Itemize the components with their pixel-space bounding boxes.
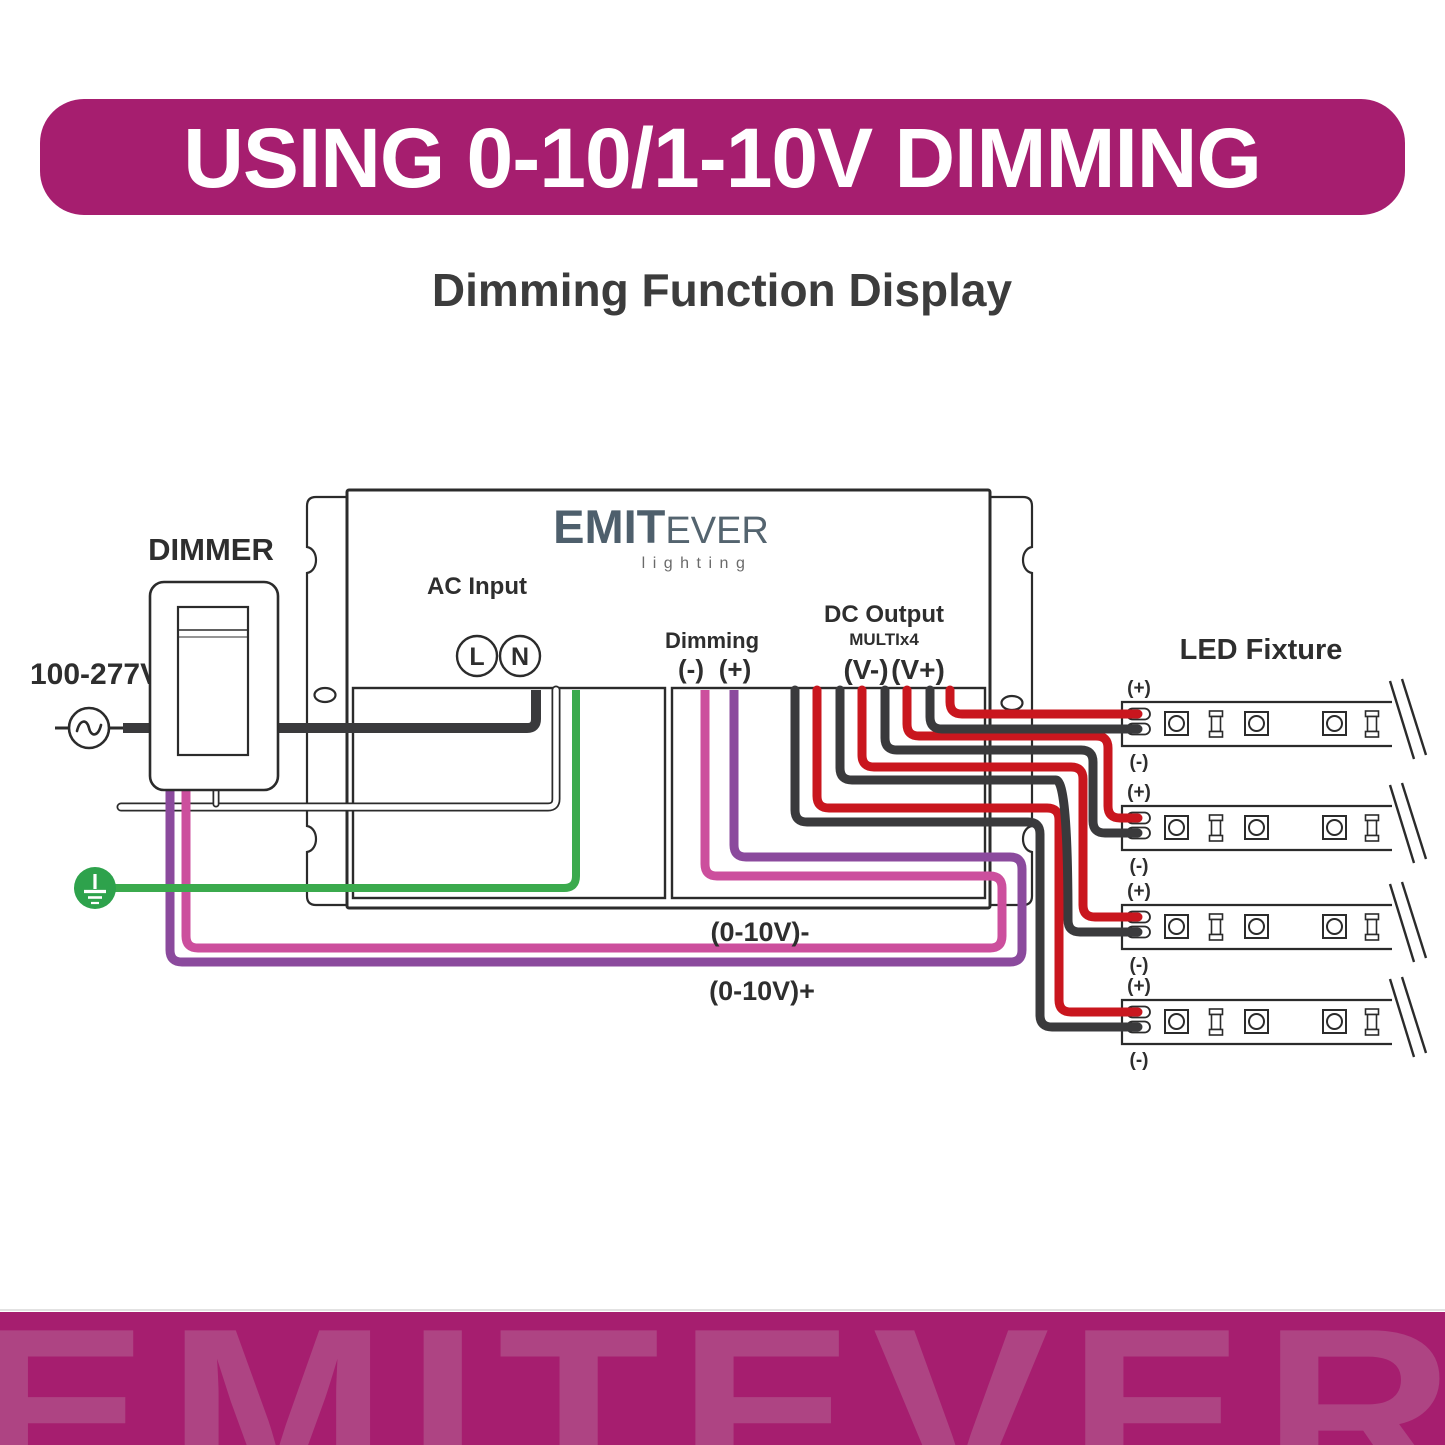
screw-hole-right xyxy=(1000,694,1024,712)
break-mark xyxy=(1388,784,1416,864)
page-title: USING 0-10/1-10V DIMMING xyxy=(183,111,1261,205)
resistor-icon xyxy=(1208,913,1380,941)
led-fixture-title: LED Fixture xyxy=(1180,634,1343,666)
terminal-l-circle xyxy=(455,634,499,678)
led-driver: EMITEVER lighting AC Input L N Dimming (… xyxy=(345,488,992,910)
resistor-icon xyxy=(1208,814,1380,842)
dc-vpos-label: (V+) xyxy=(891,654,945,685)
footer-watermark: EMITEVER xyxy=(0,1279,1445,1445)
header-banner: USING 0-10/1-10V DIMMING Dimming Functio… xyxy=(40,99,1405,316)
strip-plus-label: (+) xyxy=(1127,678,1151,699)
dimmer-label: DIMMER xyxy=(148,532,274,567)
ac-compartment xyxy=(351,686,667,900)
dimming-pos-label: (+) xyxy=(719,654,752,684)
wire-vminus-strip3 xyxy=(835,685,1143,937)
wire-vminus-strip2 xyxy=(880,685,1143,838)
mounting-bracket-left xyxy=(305,495,352,907)
dimming-neg-label: (-) xyxy=(678,654,704,684)
break-mark xyxy=(1388,680,1416,760)
terminal-n-circle xyxy=(498,634,542,678)
wire-dim-positive xyxy=(165,690,1027,967)
input-voltage-label: 100-277V xyxy=(30,658,160,691)
wire-vplus-strip4 xyxy=(812,685,1143,1017)
dimmer-switch: DIMMER xyxy=(148,532,280,792)
wire-vminus-strip4 xyxy=(790,685,1143,1032)
strip-minus-label: (-) xyxy=(1130,856,1149,877)
resistor-icon xyxy=(1208,1008,1380,1036)
strip-minus-label: (-) xyxy=(1130,1050,1149,1071)
wire-vplus-strip1 xyxy=(945,685,1143,719)
mounting-bracket-right xyxy=(986,495,1034,907)
dc-compartment xyxy=(670,686,987,900)
strip-plus-label: (+) xyxy=(1127,881,1151,902)
dim-pos-wire-label: (0-10V)+ xyxy=(709,976,815,1006)
wire-vplus-strip3 xyxy=(857,685,1143,922)
screw-hole-left xyxy=(313,686,337,704)
brand-sub-label: lighting xyxy=(642,555,753,572)
strip-minus-label: (-) xyxy=(1130,955,1149,976)
terminal-n-label: N xyxy=(511,643,529,671)
wire-vminus-strip1 xyxy=(925,685,1143,734)
dc-multi-label: MULTIx4 xyxy=(849,630,919,649)
strip-plus-label: (+) xyxy=(1127,976,1151,997)
led-strip-4: (+) (-) xyxy=(1120,976,1428,1071)
led-strip-3: (+) (-) xyxy=(1120,881,1428,976)
footer-bar: EMITEVER xyxy=(0,1279,1445,1445)
line-wire xyxy=(123,690,541,733)
strip-minus-label: (-) xyxy=(1130,752,1149,773)
led-fixture-group: LED Fixture (+) (-) xyxy=(1120,634,1428,1071)
header-pill xyxy=(40,99,1405,215)
led-strip-2: (+) (-) xyxy=(1120,782,1428,877)
page-subtitle: Dimming Function Display xyxy=(432,264,1013,316)
dc-output-label: DC Output xyxy=(824,601,944,628)
wire-vplus-strip2 xyxy=(902,685,1143,823)
break-mark xyxy=(1388,978,1416,1058)
resistor-icon xyxy=(1208,710,1380,738)
ac-source-icon xyxy=(55,706,123,750)
strip-plus-label: (+) xyxy=(1127,782,1151,803)
ground-icon xyxy=(74,867,116,909)
ac-input-label: AC Input xyxy=(427,573,527,600)
break-mark xyxy=(1388,883,1416,963)
brand-logo: EMITEVER xyxy=(553,500,769,553)
dim-neg-wire-label: (0-10V)- xyxy=(710,917,809,947)
dimming-label: Dimming xyxy=(665,628,759,653)
led-strip-1: (+) (-) xyxy=(1120,678,1428,773)
dc-vneg-label: (V-) xyxy=(843,654,888,685)
dc-output-wires xyxy=(790,685,1143,1032)
dimming-wires xyxy=(165,690,1027,967)
ground-wire xyxy=(74,690,580,909)
dimmer-paddle xyxy=(176,605,250,757)
terminal-l-label: L xyxy=(469,643,484,671)
neutral-wire xyxy=(116,685,561,812)
wire-dim-negative xyxy=(181,690,1007,953)
